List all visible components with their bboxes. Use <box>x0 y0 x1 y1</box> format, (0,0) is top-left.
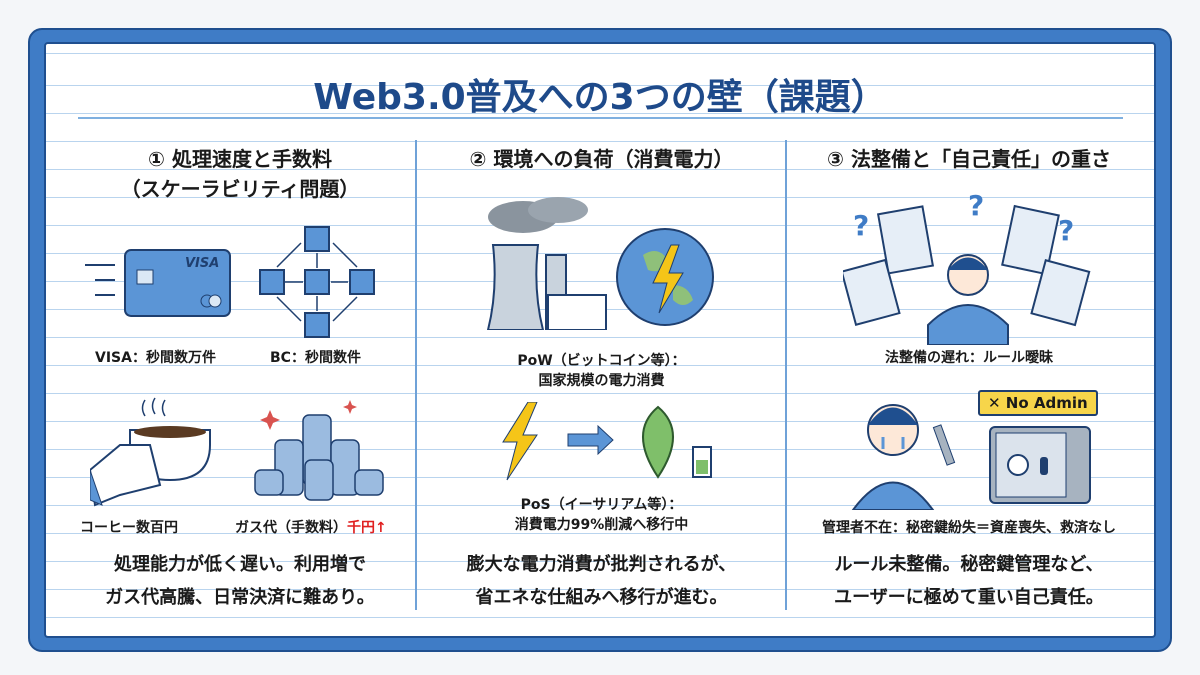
svg-text:VISA: VISA <box>185 256 219 271</box>
title-underline <box>78 117 1123 119</box>
caption-pos-detail: 消費電力99%削減へ移行中 <box>514 517 689 533</box>
caption-regulation: 法整備の遅れ：ルール曖昧 <box>885 350 1053 366</box>
caption-pow-title: PoW（ビットコイン等）： <box>517 353 686 369</box>
coin-stacks-icon <box>254 400 384 501</box>
credit-card-icon: VISA <box>85 249 231 317</box>
summary-line: ルール未整備。秘密鍵管理など、 <box>834 554 1104 575</box>
column-subheading: （スケーラビリティ問題） <box>120 177 360 201</box>
caption-no-admin: 管理者不在：秘密鍵紛失＝資産喪失、救済なし <box>822 520 1116 536</box>
summary-line: ガス代高騰、日常決済に難あり。 <box>105 587 375 608</box>
summary-line: ユーザーに極めて重い自己責任。 <box>834 587 1104 608</box>
leaf-icon <box>642 405 674 479</box>
page-title: Web3.0普及への3つの壁（課題） <box>313 77 887 118</box>
column-divider <box>785 140 787 610</box>
svg-text:?: ? <box>1058 214 1074 247</box>
summary-line: 膨大な電力消費が批判されるが、 <box>466 554 737 575</box>
column-heading: ① 処理速度と手数料 <box>148 147 332 171</box>
caption-coffee: コーヒー数百円 <box>80 520 178 536</box>
no-admin-badge: ✕ No Admin <box>978 390 1098 416</box>
caption-visa: VISA：秒間数万件 <box>95 350 216 366</box>
svg-text:?: ? <box>968 189 984 222</box>
column-divider <box>415 140 417 610</box>
blockchain-network-icon <box>259 226 375 338</box>
caption-gas-fee-highlight: 千円↑ <box>347 520 387 536</box>
summary-line: 処理能力が低く遅い。利用増で <box>114 554 366 575</box>
svg-text:?: ? <box>853 209 869 242</box>
column-environment: ② 環境への負荷（消費電力） PoW（ビットコイン等）： 国家規模の電力消費 P… <box>418 140 785 610</box>
earth-lightning-icon <box>616 228 714 326</box>
crying-person-key-icon <box>851 404 956 510</box>
caption-pos-title: PoS（イーサリアム等）： <box>520 497 683 513</box>
confused-person-documents-icon: ??? <box>843 189 1091 345</box>
column-scalability: ① 処理速度と手数料 （スケーラビリティ問題） VISA VISA：秒間数万件 … <box>60 140 420 610</box>
safe-icon <box>989 426 1091 504</box>
caption-gas-fee-label: ガス代（手数料） <box>235 520 347 536</box>
column-heading: ② 環境への負荷（消費電力） <box>469 147 734 171</box>
column-heading: ③ 法整備と「自己責任」の重さ <box>827 147 1111 171</box>
caption-pow-detail: 国家規模の電力消費 <box>538 373 665 389</box>
coffee-cup-icon <box>90 397 211 507</box>
caption-bc: BC：秒間数件 <box>270 350 361 366</box>
caption-gas-fee: ガス代（手数料）千円↑ <box>235 517 387 537</box>
power-plant-icon <box>486 197 607 330</box>
column-regulation: ③ 法整備と「自己責任」の重さ ??? 法整備の遅れ：ルール曖昧 ✕ No Ad… <box>788 140 1150 610</box>
lightning-icon <box>502 402 538 481</box>
arrow-right-icon <box>567 424 614 456</box>
pos-transition-icon <box>502 402 712 481</box>
summary-line: 省エネな仕組みへ移行が進む。 <box>475 587 728 608</box>
